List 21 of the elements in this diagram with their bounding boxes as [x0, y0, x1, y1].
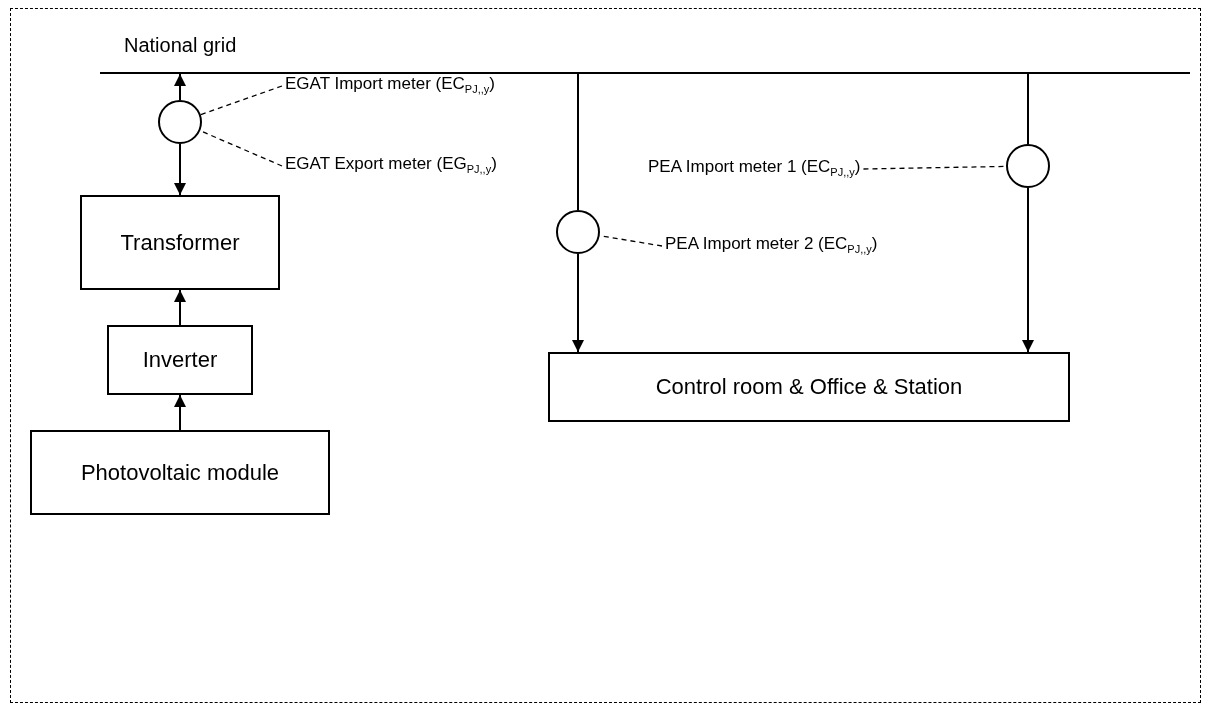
meter-circle	[1006, 144, 1050, 188]
arrow	[174, 394, 186, 431]
connector-line	[577, 73, 579, 211]
leader-line	[200, 85, 283, 116]
meter-label: EGAT Import meter (EC$_{PJ,,y}$)	[285, 72, 495, 100]
meter-label: PEA Import meter 2 (EC$_{PJ,,y}$)	[665, 232, 878, 260]
inverter-box: Inverter	[107, 325, 253, 395]
building-box: Control room & Office & Station	[548, 352, 1070, 422]
arrow	[1022, 187, 1034, 353]
arrow	[572, 253, 584, 353]
transformer-box: Transformer	[80, 195, 280, 290]
meter-label: PEA Import meter 1 (EC$_{PJ,,y}$)	[648, 155, 861, 183]
meter-circle	[158, 100, 202, 144]
module-box: Photovoltaic module	[30, 430, 330, 515]
meter-label: EGAT Export meter (EG$_{PJ,,y}$)	[285, 152, 497, 180]
meter-circle	[556, 210, 600, 254]
connector-line	[1027, 73, 1029, 145]
arrow	[174, 289, 186, 326]
arrow	[174, 73, 186, 101]
arrow	[174, 143, 186, 196]
grid-bus-bar: National grid	[100, 30, 1190, 74]
